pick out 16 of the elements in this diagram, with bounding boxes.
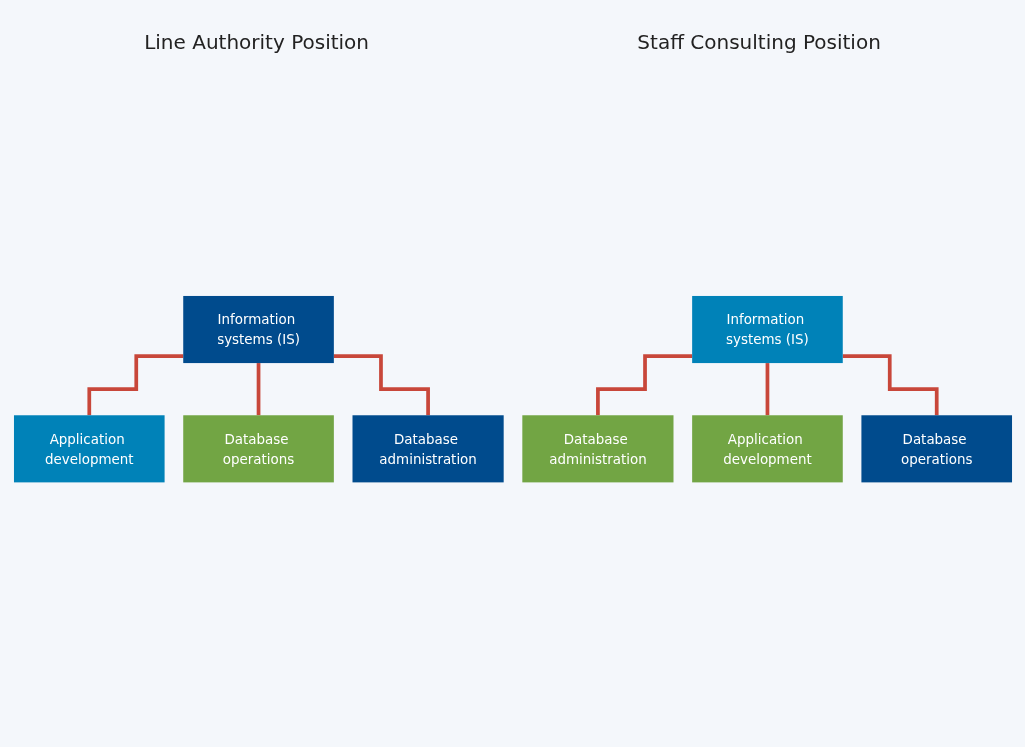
chart-heading: Staff Consulting Position: [637, 30, 881, 54]
node-box: Information systems (IS): [182, 295, 334, 363]
connector: [256, 361, 260, 417]
chart-heading: Line Authority Position: [144, 30, 369, 54]
node-box: Database administration: [521, 415, 673, 483]
node-box: Information systems (IS): [691, 295, 843, 363]
connector: [595, 354, 692, 417]
node-box: Application development: [691, 415, 843, 483]
connector: [842, 354, 939, 417]
node-box: Database operations: [182, 415, 334, 483]
node-box: Database operations: [860, 415, 1012, 483]
node-box: Database administration: [352, 415, 504, 483]
connector: [333, 354, 430, 417]
connector: [765, 361, 769, 417]
node-box: Application development: [13, 415, 165, 483]
connector: [86, 354, 183, 417]
